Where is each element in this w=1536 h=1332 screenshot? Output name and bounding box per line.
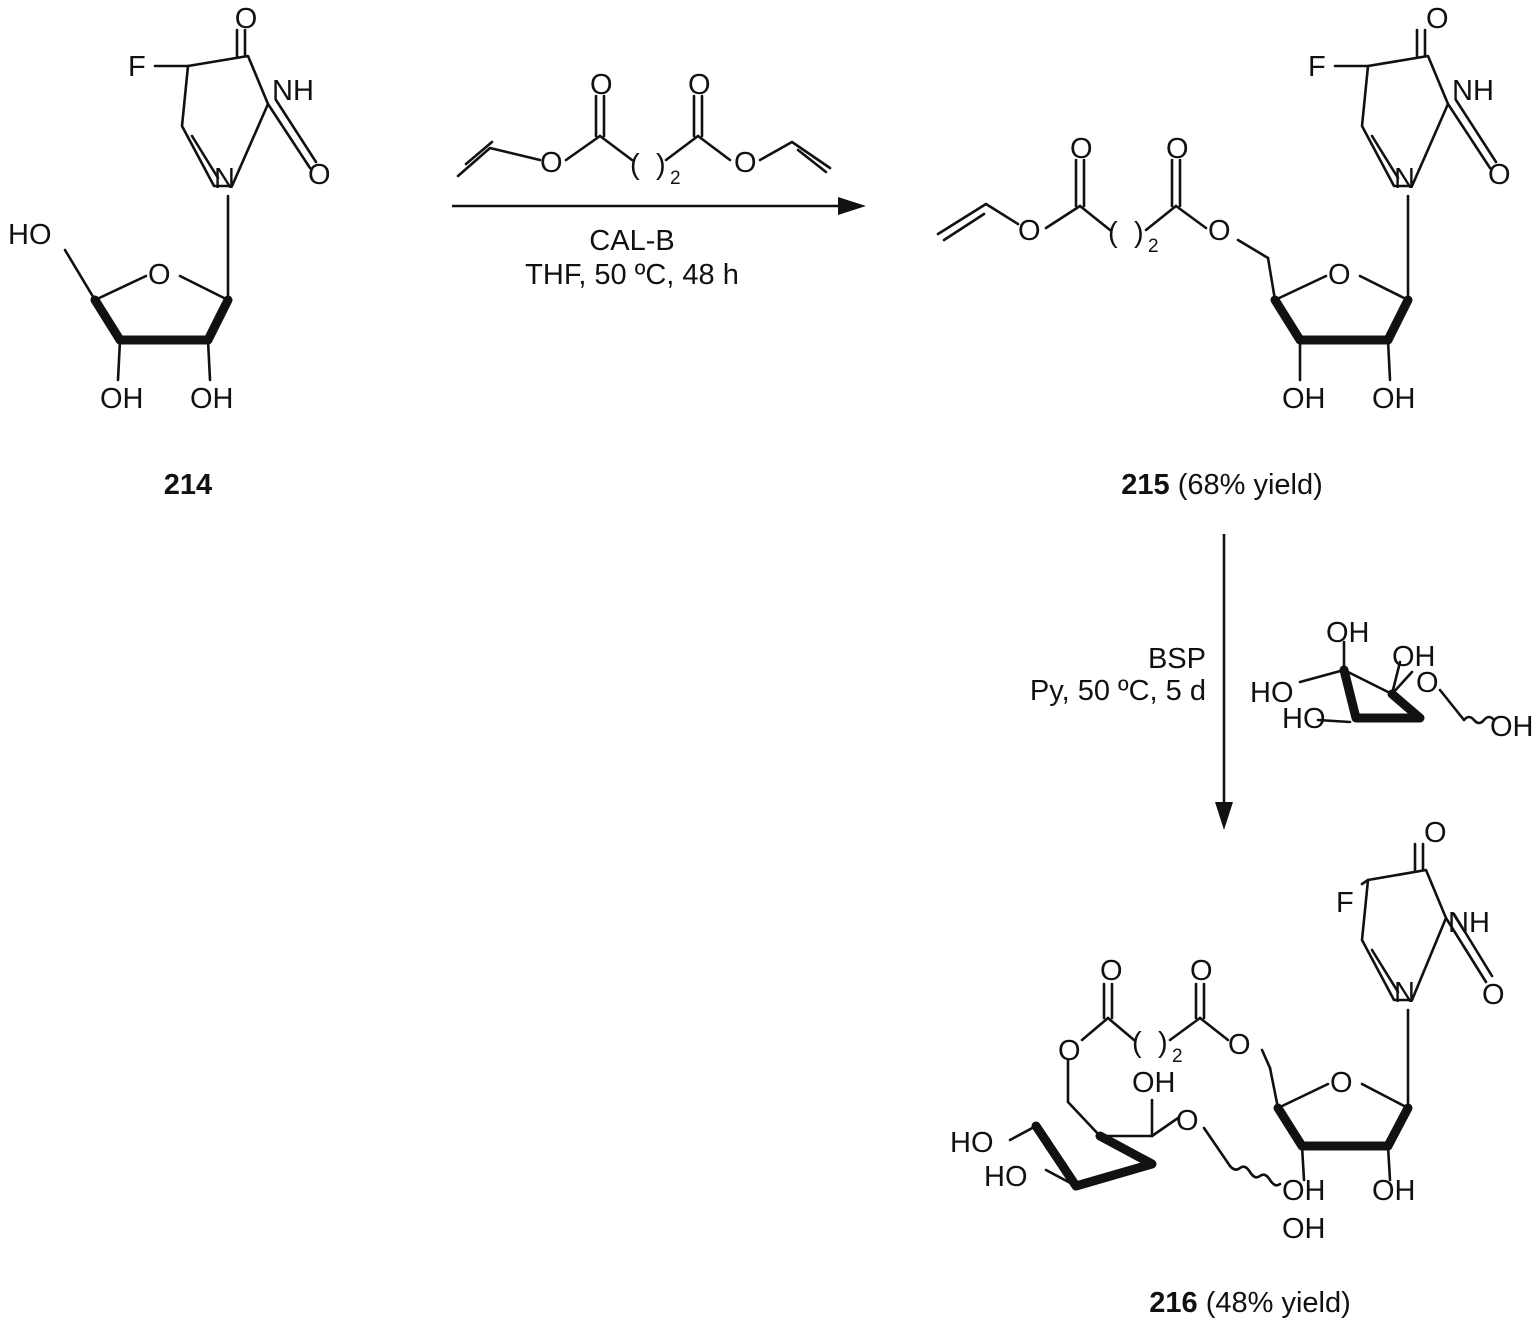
- c215-carbonyl-o-1: O: [1070, 133, 1093, 165]
- c215-paren-open: (: [1108, 217, 1118, 249]
- mannose-ring-oxygen: O: [1416, 667, 1439, 699]
- c215-subscript: 2: [1148, 236, 1159, 257]
- c216-nh: NH: [1448, 907, 1490, 939]
- c214-fluorine: F: [128, 51, 146, 83]
- compound-215-structure: [936, 28, 1498, 382]
- compound-216-caption: 216 (48% yield): [1149, 1287, 1351, 1319]
- step1-conditions: THF, 50 ºC, 48 h: [525, 259, 739, 291]
- step2-catalyst: BSP: [1148, 643, 1206, 675]
- mannose-oh-6: OH: [1326, 617, 1370, 649]
- compound-216-structure: [1008, 842, 1494, 1191]
- compound-214-id: 214: [164, 469, 212, 501]
- compound-215-id: 215: [1121, 469, 1169, 501]
- c216-ester-o-1: O: [1058, 1035, 1081, 1067]
- c215-fluorine: F: [1308, 51, 1326, 83]
- c215-ring-oxygen: O: [1328, 259, 1351, 291]
- mannose-structure: [1298, 640, 1496, 725]
- c214-nh: NH: [272, 75, 314, 107]
- reagent-paren-open: (: [630, 149, 640, 181]
- compound-215-yield: (68% yield): [1178, 469, 1323, 501]
- c216-mannose-ring-oxygen: O: [1176, 1105, 1199, 1137]
- c216-nitrogen: N: [1394, 977, 1415, 1009]
- mannose-ho-4: HO: [1250, 677, 1294, 709]
- compound-216-id: 216: [1149, 1287, 1197, 1319]
- compound-215-caption: 215 (68% yield): [1121, 469, 1323, 501]
- step2-conditions: Py, 50 ºC, 5 d: [1030, 675, 1206, 707]
- c214-oh-2: OH: [190, 383, 234, 415]
- c215-carbonyl-o-2: O: [1166, 133, 1189, 165]
- c216-mannose-ho-3: HO: [984, 1161, 1028, 1193]
- step1-catalyst: CAL-B: [589, 225, 674, 257]
- c214-carbonyl-o-right: O: [308, 159, 331, 191]
- compound-216-yield: (48% yield): [1206, 1287, 1351, 1319]
- c216-paren-open: (: [1132, 1027, 1142, 1059]
- c215-ester-o-2: O: [1208, 215, 1231, 247]
- c216-carbonyl-o-1: O: [1100, 955, 1123, 987]
- c214-ho-label: HO: [8, 219, 52, 251]
- c215-oh-2: OH: [1372, 383, 1416, 415]
- c216-carbonyl-o-top: O: [1424, 817, 1447, 849]
- c216-carbonyl-o-right: O: [1482, 979, 1505, 1011]
- c216-fluorine: F: [1336, 887, 1354, 919]
- c214-nitrogen: N: [214, 163, 235, 195]
- c216-mannose-oh-1: OH: [1282, 1213, 1326, 1245]
- c216-paren-close: ): [1158, 1027, 1168, 1059]
- mannose-ho-3: HO: [1282, 703, 1326, 735]
- c215-ester-o-1: O: [1018, 215, 1041, 247]
- c214-carbonyl-o-top: O: [235, 3, 258, 35]
- c216-subscript: 2: [1172, 1046, 1183, 1067]
- mannose-oh-1: OH: [1490, 711, 1534, 743]
- c216-oh-ribose-3: OH: [1282, 1175, 1326, 1207]
- c216-carbonyl-o-2: O: [1190, 955, 1213, 987]
- reagent-paren-close: ): [656, 149, 666, 181]
- c215-carbonyl-o-right: O: [1488, 159, 1511, 191]
- reaction-arrow-2-head: [1215, 802, 1233, 830]
- c214-ring-oxygen: O: [148, 259, 171, 291]
- c214-oh-3: OH: [100, 383, 144, 415]
- reagent-ester-o-1: O: [540, 147, 563, 179]
- c215-nitrogen: N: [1394, 163, 1415, 195]
- c216-ribose-ring-oxygen: O: [1330, 1067, 1353, 1099]
- divinyl-adipate-structure: [456, 94, 832, 178]
- reagent-carbonyl-o-1: O: [590, 69, 613, 101]
- reagent-ester-o-2: O: [734, 147, 757, 179]
- reaction-arrow-1-head: [838, 197, 866, 215]
- c216-mannose-ho-4: HO: [950, 1127, 994, 1159]
- c215-paren-close: ): [1134, 217, 1144, 249]
- c216-oh-ribose-2: OH: [1372, 1175, 1416, 1207]
- c216-ester-o-2: O: [1228, 1029, 1251, 1061]
- c215-oh-3: OH: [1282, 383, 1326, 415]
- c215-carbonyl-o-top: O: [1426, 3, 1449, 35]
- compound-214-structure: [63, 28, 318, 382]
- c215-nh: NH: [1452, 75, 1494, 107]
- mannose-oh-2: OH: [1392, 641, 1436, 673]
- reagent-subscript: 2: [670, 168, 681, 189]
- reagent-carbonyl-o-2: O: [688, 69, 711, 101]
- c216-mannose-oh-2: OH: [1132, 1067, 1176, 1099]
